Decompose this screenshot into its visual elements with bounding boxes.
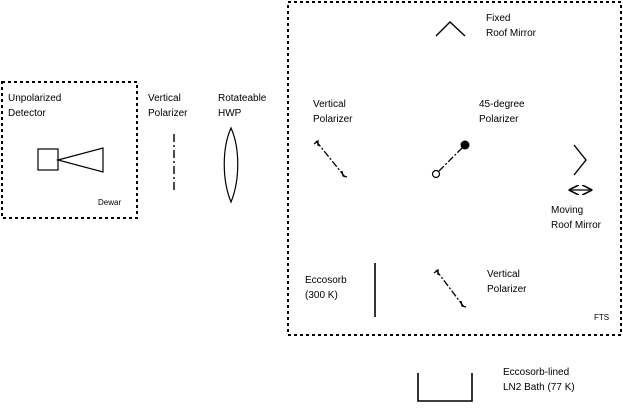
vertical-polarizer-left-label-line2: Polarizer — [148, 108, 188, 119]
unpolarized-detector-label-line2: Detector — [8, 108, 46, 119]
ln2-bath-label-line2: LN2 Bath (77 K) — [503, 382, 575, 393]
vertical-polarizer-fts-top-icon — [313, 139, 348, 178]
fts-label: FTS — [594, 313, 609, 322]
moving-roof-mirror-label-line1: Moving — [551, 205, 583, 216]
vertical-polarizer-fts-bottom-label-line2: Polarizer — [487, 284, 527, 295]
rotateable-hwp-label-line1: Rotateable — [218, 93, 267, 104]
moving-roof-mirror-icon — [573, 144, 587, 176]
ln2-bath-label-line1: Eccosorb-lined — [503, 367, 569, 378]
fixed-roof-mirror-label-line2: Roof Mirror — [486, 28, 537, 39]
vertical-polarizer-fts-bottom-label-line1: Vertical — [487, 269, 520, 280]
eccosorb-label-line1: Eccosorb — [305, 275, 347, 286]
ln2-bath-icon — [417, 373, 473, 402]
eccosorb-label-line2: (300 K) — [305, 290, 338, 301]
vertical-polarizer-fts-top-label-line2: Polarizer — [313, 114, 353, 125]
polarizer-45-icon — [431, 140, 470, 179]
fixed-roof-mirror-icon — [435, 21, 466, 37]
moving-roof-mirror-label-line2: Roof Mirror — [551, 220, 602, 231]
rotateable-hwp-label-line2: HWP — [218, 108, 242, 119]
vertical-polarizer-fts-bottom-icon — [433, 268, 467, 308]
dewar-box — [1, 81, 138, 219]
detector-icon — [37, 147, 104, 173]
vertical-polarizer-fts-top-label-line1: Vertical — [313, 99, 346, 110]
unpolarized-detector-label-line1: Unpolarized — [8, 93, 61, 104]
vertical-polarizer-left-label-line1: Vertical — [148, 93, 181, 104]
polarizer-45-label-line2: Polarizer — [479, 114, 519, 125]
polarizer-45-label-line1: 45-degree — [479, 99, 525, 110]
fts-box — [287, 1, 622, 336]
hwp-icon — [223, 126, 239, 204]
fixed-roof-mirror-label-line1: Fixed — [486, 13, 510, 24]
dewar-label: Dewar — [98, 198, 121, 207]
